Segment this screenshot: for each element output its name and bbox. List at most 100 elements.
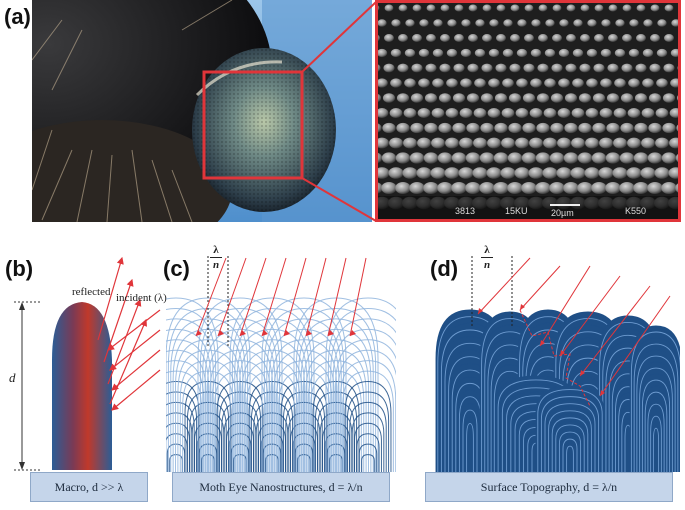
sem-facet bbox=[423, 181, 439, 195]
sem-facet bbox=[486, 167, 502, 179]
sem-facet bbox=[592, 122, 606, 134]
surface-feature bbox=[630, 331, 680, 472]
panel-label-b: (b) bbox=[5, 256, 34, 281]
sem-facet bbox=[620, 122, 634, 134]
surface-feature bbox=[553, 420, 587, 472]
surface-feature bbox=[643, 385, 669, 472]
sem-facet bbox=[558, 48, 570, 58]
sem-facet bbox=[481, 63, 493, 73]
surface-feature bbox=[548, 410, 592, 472]
sem-facet bbox=[558, 78, 570, 88]
sem-facet bbox=[656, 48, 668, 58]
sem-facet bbox=[459, 108, 473, 118]
sem-facet bbox=[522, 93, 536, 103]
sem-facet bbox=[515, 108, 529, 118]
surface-feature bbox=[535, 385, 605, 472]
surface-feature bbox=[460, 402, 480, 472]
sem-facet bbox=[636, 4, 646, 12]
sem-facet bbox=[395, 181, 411, 195]
sem-facet bbox=[376, 48, 388, 58]
sem-facet bbox=[594, 4, 604, 12]
sem-facet bbox=[460, 48, 472, 58]
sem-facet bbox=[648, 122, 662, 134]
sem-facet bbox=[487, 108, 501, 118]
sem-facet bbox=[440, 4, 450, 12]
sem-facet bbox=[466, 122, 480, 134]
sem-facet bbox=[584, 167, 600, 179]
sem-facet bbox=[627, 137, 641, 149]
ray-arrowhead bbox=[306, 330, 312, 336]
sem-facet bbox=[489, 19, 499, 27]
surface-feature bbox=[646, 397, 666, 472]
sem-facet bbox=[634, 93, 648, 103]
sem-facet bbox=[634, 122, 648, 134]
sem-facet bbox=[600, 48, 612, 58]
sem-facet bbox=[417, 108, 431, 118]
incident-ray bbox=[239, 257, 267, 337]
sem-facet bbox=[410, 93, 424, 103]
moth-eye-illustration bbox=[32, 0, 372, 222]
sem-facet bbox=[552, 4, 562, 12]
sem-facet bbox=[627, 108, 641, 118]
sem-facet bbox=[418, 48, 430, 58]
sem-facet bbox=[524, 4, 534, 12]
ray-arrowhead bbox=[240, 330, 246, 336]
sem-facet bbox=[629, 19, 639, 27]
surface-feature bbox=[557, 428, 583, 472]
panel-c-caption: Moth Eye Nanostructures, d = λ/n bbox=[172, 472, 390, 502]
incident-ray bbox=[477, 257, 531, 315]
sem-facet bbox=[493, 152, 509, 164]
sem-facet bbox=[447, 19, 457, 27]
incident-ray bbox=[195, 257, 227, 337]
sem-facet bbox=[398, 4, 408, 12]
moth-eye-nanostructure bbox=[337, 349, 396, 472]
moth-eye-nanostructure bbox=[358, 443, 378, 472]
sem-facet bbox=[626, 167, 642, 179]
moth-eye-nanostructure bbox=[293, 297, 379, 472]
surface-feature bbox=[652, 427, 660, 472]
sem-facet bbox=[538, 34, 548, 42]
sem-facet bbox=[622, 34, 632, 42]
ray-arrowhead bbox=[560, 350, 565, 356]
moth-eye-nanostructure bbox=[330, 318, 396, 472]
ray-arrowhead bbox=[350, 330, 356, 336]
sem-facet bbox=[402, 167, 418, 179]
sem-facet bbox=[578, 122, 592, 134]
surface-feature bbox=[636, 355, 676, 472]
sem-facet bbox=[608, 34, 618, 42]
sem-facet bbox=[454, 34, 464, 42]
sem-facet bbox=[565, 63, 577, 73]
sem-facet bbox=[480, 122, 494, 134]
sem-facet bbox=[390, 48, 402, 58]
sem-facet bbox=[451, 181, 467, 195]
sem-facet bbox=[600, 78, 612, 88]
surface-feature bbox=[632, 337, 680, 472]
sem-facet bbox=[431, 137, 445, 149]
sem-facet bbox=[655, 137, 669, 149]
moth-eye-nanostructure bbox=[236, 328, 308, 472]
panel-c-diagram bbox=[166, 256, 396, 472]
sem-facet bbox=[523, 63, 535, 73]
sem-facet bbox=[508, 122, 522, 134]
ray-arrowhead bbox=[218, 330, 224, 336]
sem-id-mid: 15KU bbox=[505, 206, 528, 216]
ray-arrowhead bbox=[196, 330, 202, 336]
surface-feature bbox=[537, 389, 603, 472]
sem-facet bbox=[383, 63, 395, 73]
sem-facet bbox=[473, 108, 487, 118]
lambda-symbol: λ bbox=[213, 244, 219, 256]
ray-arrowhead bbox=[284, 330, 290, 336]
sem-facet bbox=[552, 34, 562, 42]
sem-facet bbox=[496, 34, 506, 42]
sem-facet bbox=[424, 93, 438, 103]
sem-facet bbox=[451, 152, 467, 164]
panel-d-diagram bbox=[435, 256, 680, 472]
sem-facet bbox=[403, 137, 417, 149]
sem-facet bbox=[452, 93, 466, 103]
surface-feature bbox=[546, 406, 594, 472]
moth-eye-nanostructure bbox=[346, 391, 390, 472]
sem-facet bbox=[454, 4, 464, 12]
sem-facet bbox=[466, 93, 480, 103]
incident-ray bbox=[579, 285, 651, 377]
sem-facet bbox=[458, 167, 474, 179]
